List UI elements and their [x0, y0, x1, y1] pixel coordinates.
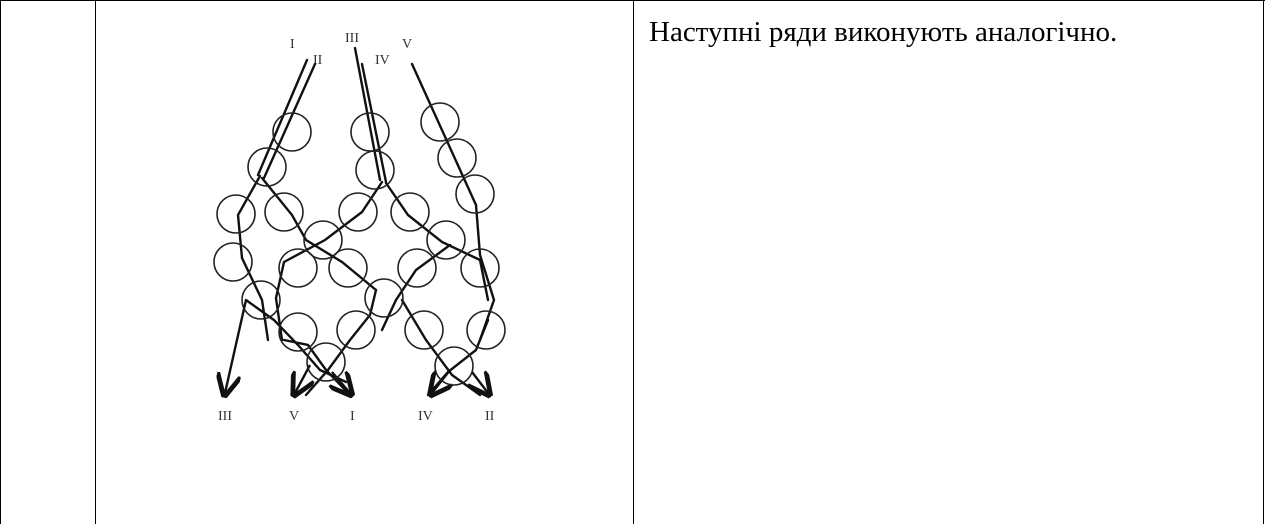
bead [336, 310, 376, 350]
arrow-ii [472, 372, 488, 393]
top-label-i: I [290, 37, 295, 52]
thread-ii-in [262, 62, 317, 180]
thread-mid-b [384, 181, 490, 302]
bottom-label-i: I [350, 409, 355, 424]
thread-i-in [256, 58, 309, 177]
cell-text: Наступні ряди виконують аналогічно. [649, 16, 1118, 48]
arrow-i [332, 372, 350, 393]
bottom-label-iii: III [218, 409, 232, 424]
table-border-col1 [95, 0, 96, 524]
thread-left-b [260, 176, 378, 292]
arrows [225, 299, 488, 393]
arrow-iii [225, 299, 248, 393]
thread-right-a [474, 203, 496, 342]
arrow-iv [432, 369, 450, 393]
top-label-iv: IV [375, 53, 390, 68]
bead [272, 112, 312, 152]
thread-v-in [410, 62, 478, 207]
bottom-label-iv: IV [418, 409, 433, 424]
thread-low-c [304, 288, 378, 397]
bead [455, 174, 495, 214]
table-top-border [0, 0, 1265, 1]
thread-low-a [244, 298, 348, 384]
bead [460, 248, 500, 288]
bottom-label-ii: II [485, 409, 495, 424]
bead [213, 242, 253, 282]
bead [328, 248, 368, 288]
table-border-left [0, 0, 1, 524]
thread-low-d [400, 298, 482, 397]
threads [236, 46, 496, 397]
top-label-iii: III [345, 31, 359, 46]
thread-iv-in [360, 62, 388, 184]
bead [434, 346, 474, 386]
beads [213, 102, 506, 386]
table-border-col2 [633, 0, 634, 524]
bead [278, 248, 318, 288]
arrow-v [295, 364, 310, 393]
bead [247, 147, 287, 187]
thread-mid-a [274, 180, 384, 342]
top-label-ii: II [313, 53, 323, 68]
bottom-label-v: V [289, 409, 299, 424]
bead [437, 138, 477, 178]
bead [404, 310, 444, 350]
top-label-v: V [402, 37, 412, 52]
table-border-right [1263, 0, 1264, 524]
bead [338, 192, 378, 232]
beading-diagram: I II III IV V [213, 31, 506, 424]
bead [420, 102, 460, 142]
bead [364, 278, 404, 318]
bead [306, 342, 346, 382]
thread-iii-in [353, 46, 382, 182]
bead [466, 310, 506, 350]
bead [303, 220, 343, 260]
bead [397, 248, 437, 288]
bead [216, 194, 256, 234]
bead [390, 192, 430, 232]
bead [264, 192, 304, 232]
bead [278, 312, 318, 352]
bead [355, 150, 395, 190]
bead [426, 220, 466, 260]
bead [241, 280, 281, 320]
